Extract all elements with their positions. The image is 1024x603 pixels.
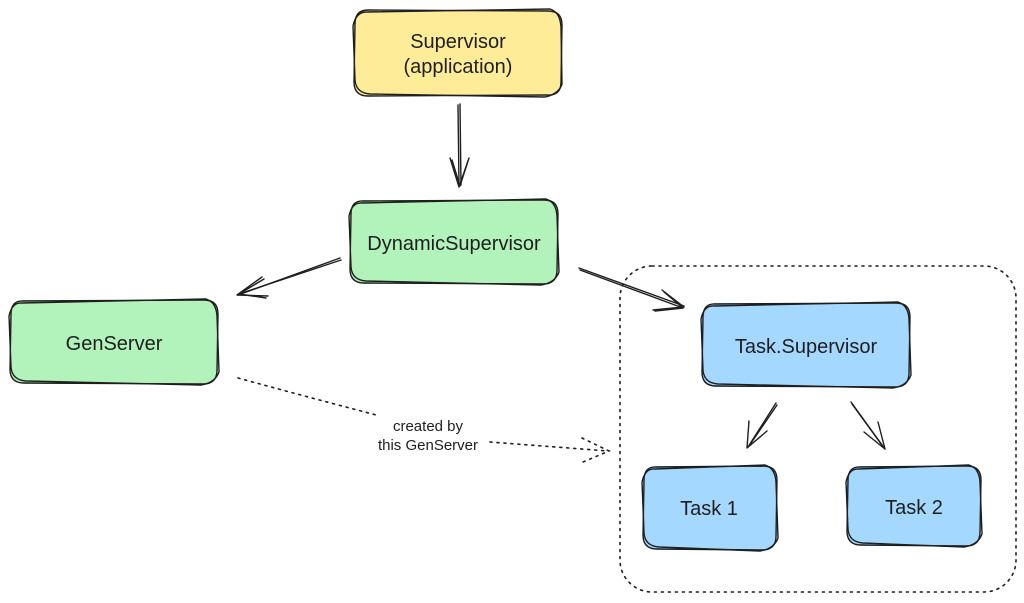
genserver-node-outline-2 [8, 298, 220, 386]
supervisor-node-fill [354, 10, 562, 96]
arrow-genserver-creates-task-supervisor [237, 377, 611, 463]
created-by-label-line2: this GenServer [378, 437, 478, 454]
supervisor-node[interactable]: Supervisor (application) [352, 8, 563, 98]
task-supervisor-node-fill [702, 303, 910, 387]
task-supervisor-group-boundary [619, 265, 1017, 593]
dynamic-supervisor-node-outline-2 [348, 198, 560, 286]
arrow-task-supervisor-to-task2 [850, 401, 886, 450]
task-supervisor-node-outline-2 [700, 301, 912, 389]
arrow-supervisor-to-dynamic [449, 103, 470, 188]
task2-node-outline-2 [845, 464, 983, 548]
task2-node[interactable]: Task 2 [845, 464, 983, 548]
dynamic-supervisor-label: DynamicSupervisor [367, 233, 541, 255]
task2-node-fill [847, 466, 981, 546]
task-supervisor-node[interactable]: Task.Supervisor [700, 301, 912, 389]
arrow-task-supervisor-to-task1 [746, 402, 778, 449]
supervisor-label-line2: (application) [404, 56, 513, 78]
task1-node[interactable]: Task 1 [641, 464, 779, 552]
genserver-label: GenServer [66, 333, 163, 355]
arrow-dynamic-to-task-supervisor [578, 267, 685, 312]
task-supervisor-label: Task.Supervisor [735, 336, 878, 358]
supervisor-label-line1: Supervisor [410, 31, 506, 53]
task1-node-outline-2 [641, 464, 779, 552]
genserver-node-fill [10, 300, 218, 384]
arrow-dynamic-to-genserver [236, 257, 342, 299]
dynamic-supervisor-node-fill [350, 200, 558, 284]
task1-node-fill [643, 466, 777, 550]
dynamic-supervisor-node[interactable]: DynamicSupervisor [348, 198, 560, 286]
genserver-node[interactable]: GenServer [8, 298, 220, 386]
supervisor-node-outline-2 [352, 8, 563, 98]
created-by-label-line1: created by [393, 418, 464, 435]
task1-label: Task 1 [680, 498, 738, 520]
task2-label: Task 2 [885, 497, 943, 519]
